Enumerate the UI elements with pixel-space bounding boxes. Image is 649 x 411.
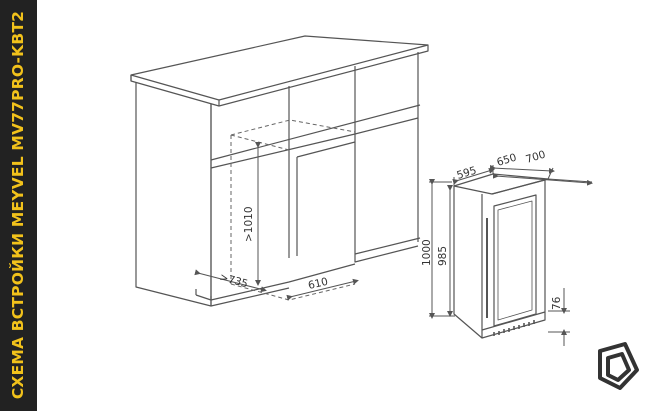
dim-unit-height-body: 985	[437, 246, 449, 266]
dim-base-height: 76	[551, 296, 563, 310]
dim-unit-depth: 650	[495, 152, 518, 169]
cooler-vent-grille	[493, 320, 535, 336]
cooler-door-window	[493, 194, 537, 327]
dim-niche-height: >1010	[243, 206, 255, 242]
side-band: СХЕМА ВСТРОЙКИ MEYVEL MV77PRO-KBT2	[0, 0, 37, 411]
brand-logo-icon	[598, 342, 639, 390]
dim-niche-depth: >735	[218, 271, 249, 290]
dim-unit-width: 595	[455, 165, 478, 182]
dim-unit-height: 1000	[421, 239, 433, 266]
cabinet-left-panel	[135, 82, 212, 307]
cabinet	[130, 35, 429, 307]
countertop	[130, 35, 429, 107]
wine-cooler	[453, 173, 549, 339]
dim-niche-width: 610	[307, 276, 329, 292]
dim-unit-depth-open: 700	[524, 149, 547, 166]
